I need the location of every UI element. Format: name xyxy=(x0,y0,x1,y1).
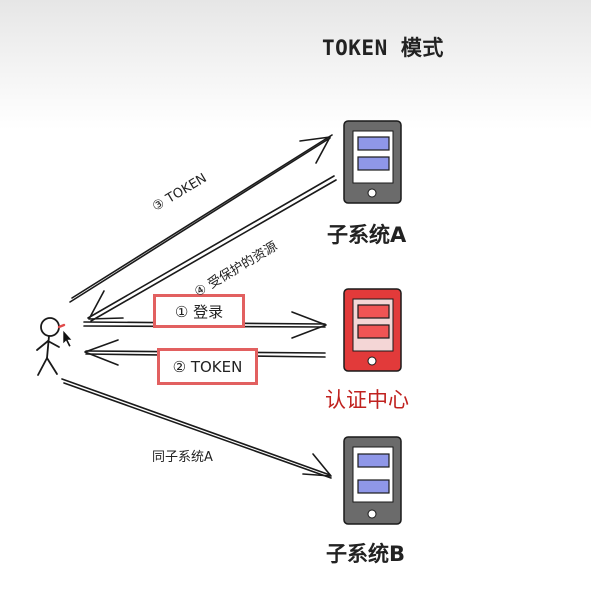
subsystem-b-label: 子系统B xyxy=(326,542,406,566)
token-return-label-box: ② TOKEN xyxy=(157,348,258,385)
device-subsystem-a-icon xyxy=(343,120,402,204)
auth-center-label: 认证中心 xyxy=(325,388,409,412)
arrow-token-to-subsystem-a xyxy=(69,134,333,303)
arrow-resource-to-person xyxy=(87,175,337,322)
arrow-to-subsystem-b xyxy=(61,378,332,479)
diagram-title: TOKEN 模式 xyxy=(322,36,444,60)
person-icon xyxy=(36,317,66,376)
token-return-label: ② TOKEN xyxy=(172,357,243,376)
login-label: ① 登录 xyxy=(174,302,224,321)
cursor-icon xyxy=(62,329,73,348)
device-subsystem-b-icon xyxy=(343,436,402,525)
login-label-box: ① 登录 xyxy=(153,294,245,328)
same-as-a-label: 同子系统A xyxy=(152,450,213,465)
device-auth-center-icon xyxy=(343,288,402,372)
subsystem-a-label: 子系统A xyxy=(327,223,407,247)
